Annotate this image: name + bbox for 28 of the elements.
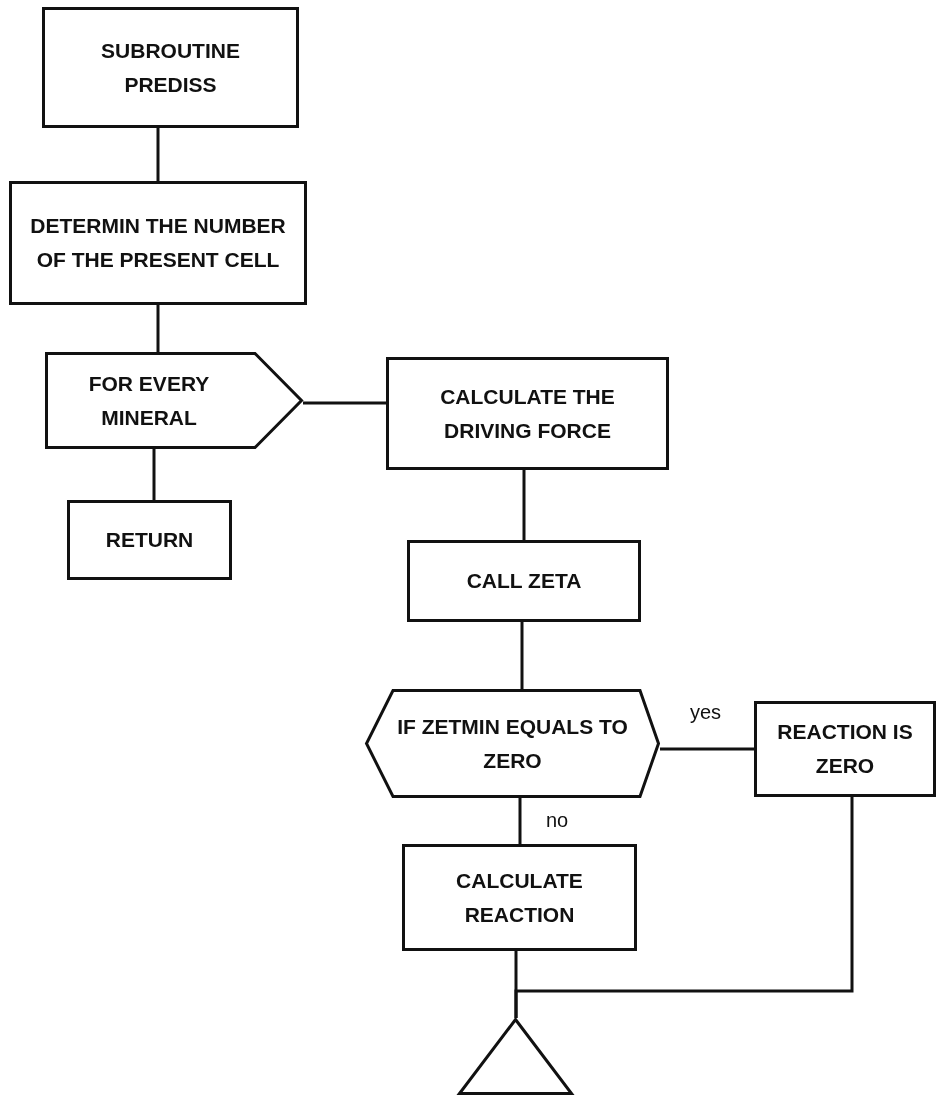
end-triangle [458,1018,573,1095]
connector-line [514,797,854,1018]
decision-hexagon [365,689,660,798]
connector-line [520,622,524,689]
process-box [386,357,669,470]
process-box [42,7,299,128]
node-text: CALCULATE REACTION [455,867,584,928]
node-text: RETURN [105,527,194,554]
connector-line [660,747,754,751]
node-text: FOR EVERY MINERAL [87,370,211,431]
node-text: DETERMIN THE NUMBER OF THE PRESENT CELL [29,213,287,273]
node-text: SUBROUTINE PREDISS [100,37,241,98]
loop-pentagon [45,352,303,449]
connector-line [152,449,156,500]
node-text: CALL ZETA [466,568,582,595]
connector-line [156,305,160,352]
process-box [407,540,641,622]
node-text: REACTION IS ZERO [776,719,914,779]
connector-line [522,470,526,540]
connector-line [303,401,386,405]
connector-line [518,798,522,844]
node-text: CALCULATE THE DRIVING FORCE [439,383,616,444]
connector-line [156,128,160,181]
process-box [402,844,637,951]
process-box [9,181,307,305]
process-box [67,500,232,580]
node-text: IF ZETMIN EQUALS TO ZERO [397,713,628,774]
process-box [754,701,936,797]
